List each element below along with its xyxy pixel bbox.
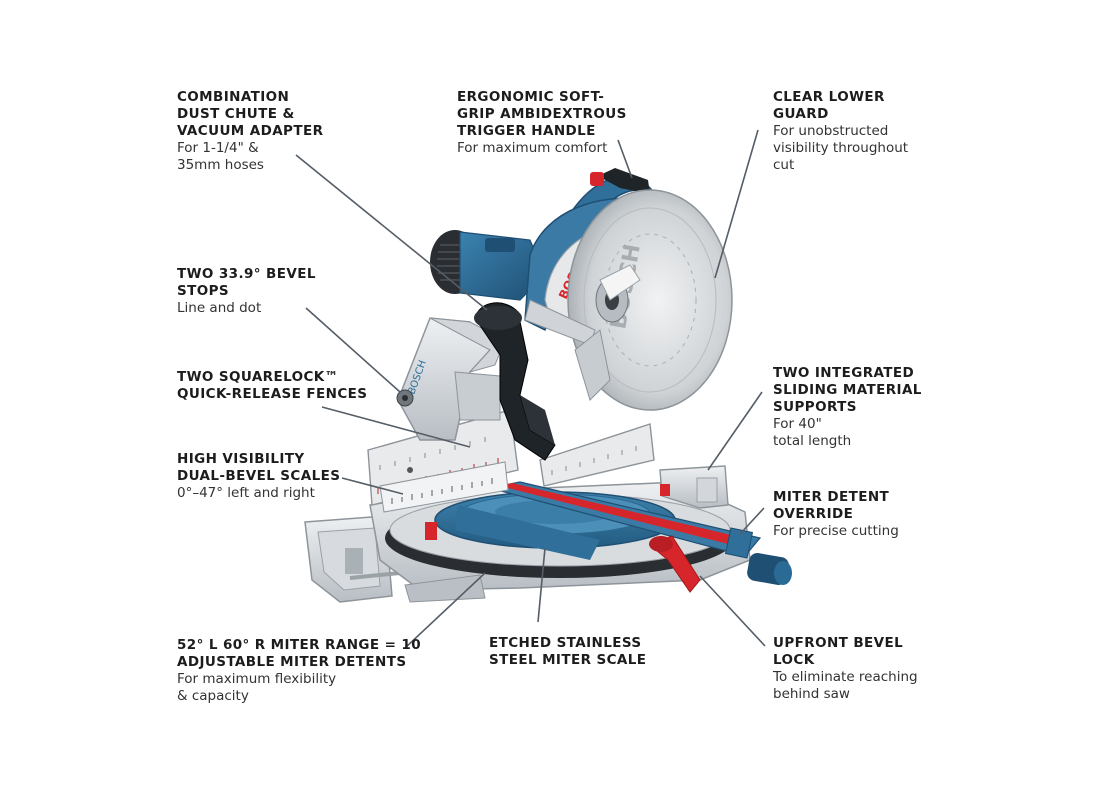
leader-guard bbox=[714, 129, 759, 279]
leader-handle bbox=[617, 139, 633, 179]
leader-scales bbox=[341, 477, 404, 495]
callout-title: UPFRONT BEVEL LOCK bbox=[773, 635, 904, 668]
base-red-accent bbox=[425, 522, 437, 540]
callout-description: To eliminate reaching behind saw bbox=[773, 669, 918, 702]
dust-chute bbox=[474, 302, 556, 461]
callout-description: For unobstructed visibility throughout c… bbox=[773, 123, 909, 173]
saw-blade: BOSCH bbox=[567, 189, 733, 411]
callout-description: For 1-1/4" & 35mm hoses bbox=[177, 140, 264, 173]
bevel-scale bbox=[379, 461, 509, 513]
callout-miter-range: 52° L 60° R MITER RANGE = 10 ADJUSTABLE … bbox=[177, 637, 421, 705]
blade-arbor bbox=[595, 264, 641, 323]
leader-bevel-lock bbox=[699, 575, 766, 647]
leader-etched bbox=[537, 547, 546, 623]
callout-lower-guard: CLEAR LOWER GUARD For unobstructed visib… bbox=[773, 89, 908, 174]
callout-description: For 40" total length bbox=[773, 416, 852, 449]
callout-title: HIGH VISIBILITY DUAL-BEVEL SCALES bbox=[177, 451, 341, 484]
callout-bevel-scales: HIGH VISIBILITY DUAL-BEVEL SCALES 0°–47°… bbox=[177, 451, 340, 502]
callout-description: For maximum flexibility & capacity bbox=[177, 671, 337, 704]
motor-housing bbox=[430, 230, 546, 301]
leader-dust bbox=[295, 154, 488, 311]
left-material-support bbox=[304, 515, 471, 603]
guard-linkage bbox=[524, 299, 611, 401]
callout-etched-scale: ETCHED STAINLESS STEEL MITER SCALE bbox=[489, 635, 646, 669]
callout-title: MITER DETENT OVERRIDE bbox=[773, 489, 890, 522]
callout-squarelock-fences: TWO SQUARELOCK™ QUICK-RELEASE FENCES bbox=[177, 369, 367, 403]
callout-miter-detent: MITER DETENT OVERRIDE For precise cuttin… bbox=[773, 489, 899, 540]
callout-description: For maximum comfort bbox=[457, 140, 608, 156]
callout-title: 52° L 60° R MITER RANGE = 10 ADJUSTABLE … bbox=[177, 637, 421, 670]
callout-description: For precise cutting bbox=[773, 523, 899, 539]
bevel-column: BOSCH bbox=[396, 317, 506, 441]
support-red-accent bbox=[660, 484, 670, 496]
callout-title: COMBINATION DUST CHUTE & VACUUM ADAPTER bbox=[177, 89, 324, 139]
callout-bevel-stops: TWO 33.9° BEVEL STOPS Line and dot bbox=[177, 266, 316, 317]
callout-title: ETCHED STAINLESS STEEL MITER SCALE bbox=[489, 635, 647, 668]
miter-arm bbox=[489, 481, 792, 585]
callout-title: TWO 33.9° BEVEL STOPS bbox=[177, 266, 316, 299]
leader-supports bbox=[707, 391, 763, 471]
callout-dust-chute: COMBINATION DUST CHUTE & VACUUM ADAPTER … bbox=[177, 89, 323, 174]
callout-description: Line and dot bbox=[177, 300, 262, 316]
leader-lines bbox=[295, 129, 766, 649]
callout-title: ERGONOMIC SOFT- GRIP AMBIDEXTROUS TRIGGE… bbox=[457, 89, 627, 139]
callout-bevel-lock: UPFRONT BEVEL LOCK To eliminate reaching… bbox=[773, 635, 918, 703]
callout-title: TWO SQUARELOCK™ QUICK-RELEASE FENCES bbox=[177, 369, 368, 402]
leader-detent bbox=[739, 507, 765, 535]
callout-material-supports: TWO INTEGRATED SLIDING MATERIAL SUPPORTS… bbox=[773, 365, 922, 450]
leader-miter-range bbox=[404, 572, 486, 649]
callout-trigger-handle: ERGONOMIC SOFT- GRIP AMBIDEXTROUS TRIGGE… bbox=[457, 89, 627, 157]
right-fence bbox=[539, 423, 655, 487]
callout-description: 0°–47° left and right bbox=[177, 485, 315, 501]
callout-title: TWO INTEGRATED SLIDING MATERIAL SUPPORTS bbox=[773, 365, 922, 415]
leader-bevel-stops bbox=[305, 307, 401, 393]
right-material-support bbox=[659, 465, 729, 509]
leader-fences bbox=[321, 406, 471, 448]
detent-lever bbox=[649, 535, 701, 593]
callout-title: CLEAR LOWER GUARD bbox=[773, 89, 885, 122]
